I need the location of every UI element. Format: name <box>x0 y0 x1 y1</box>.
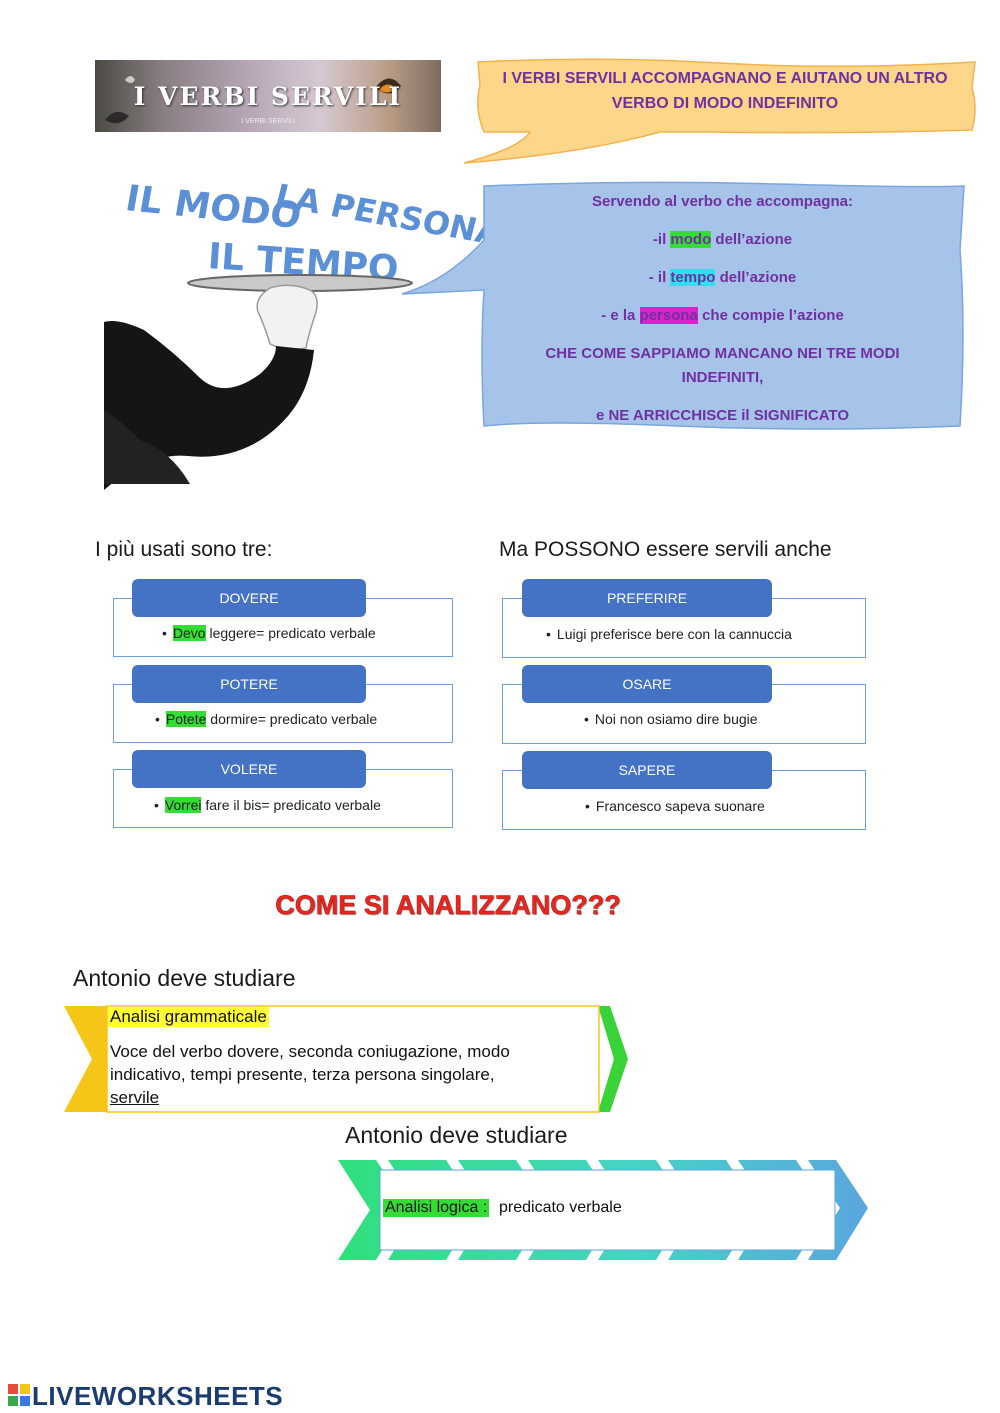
blue-final: e NE ARRICCHISCE il SIGNIFICATO <box>595 407 850 424</box>
butterfly-decoration <box>105 76 401 124</box>
card-verb-tab: DOVERE <box>132 579 366 617</box>
card-example: •Luigi preferisce bere con la cannuccia <box>546 626 792 642</box>
card-verb-tab: POTERE <box>132 665 366 703</box>
banner-image: I VERBI SERVILI I VERBI SERVILI <box>95 60 441 132</box>
modo-suffix: dell’azione <box>711 231 793 248</box>
banner-title: I VERBI SERVILI <box>133 82 403 111</box>
card-example: •Francesco sapeva suonare <box>585 798 765 814</box>
example2-sentence: Antonio deve studiare <box>345 1122 568 1148</box>
modo-highlight: modo <box>670 231 712 248</box>
yellow-callout-text: I VERBI SERVILI ACCOMPAGNANO E AIUTANO U… <box>490 66 960 116</box>
liveworksheets-logo-icon <box>8 1384 30 1406</box>
card-example: •Devo leggere= predicato verbale <box>162 625 376 641</box>
logic-value: predicato verbale <box>499 1199 622 1216</box>
example-rest: fare il bis= predicato verbale <box>201 797 381 813</box>
verb-highlight: Potete <box>165 711 207 727</box>
example-text: Noi non osiamo dire bugie <box>594 711 758 727</box>
grammar-label: Analisi grammaticale <box>108 1007 269 1027</box>
persona-prefix: - e la <box>601 307 640 324</box>
grammar-line1: Voce del verbo dovere, seconda coniugazi… <box>110 1042 510 1061</box>
blue-line-tempo: - il tempo dell’azione <box>490 266 955 290</box>
right-section-title: Ma POSSONO essere servili anche <box>499 538 832 561</box>
example-rest: dormire= predicato verbale <box>206 711 378 727</box>
blue-line-modo: -il modo dell’azione <box>490 228 955 252</box>
logic-label: Analisi logica : <box>383 1199 490 1217</box>
verb-highlight: Vorrei <box>164 797 202 813</box>
persona-suffix: che compie l’azione <box>697 307 844 324</box>
example-text: Francesco sapeva suonare <box>595 798 765 814</box>
card-verb-tab: VOLERE <box>132 750 366 788</box>
analysis-heading: COME SI ANALIZZANO??? <box>275 890 621 921</box>
grammar-line2: indicativo, tempi presente, terza person… <box>110 1065 495 1084</box>
tempo-highlight: tempo <box>670 269 716 286</box>
card-verb-tab: PREFERIRE <box>522 579 772 617</box>
footer-brand[interactable]: LIVEWORKSHEETS <box>32 1381 284 1411</box>
card-example: •Noi non osiamo dire bugie <box>584 711 758 727</box>
yellow-callout-line1: I VERBI SERVILI ACCOMPAGNANO E AIUTANO U… <box>502 70 948 87</box>
grammar-line3: servile <box>110 1088 160 1107</box>
waiter-tray-illustration <box>104 274 413 490</box>
yellow-callout-line2: VERBO DI MODO INDEFINITO <box>611 95 839 112</box>
left-section-title: I più usati sono tre: <box>95 538 273 561</box>
blue-missing-line1: CHE COME SAPPIAMO MANCANO NEI TRE MODI <box>545 345 900 362</box>
card-verb-tab: SAPERE <box>522 751 772 789</box>
persona-highlight: persona <box>639 307 698 324</box>
modo-prefix: -il <box>652 231 671 248</box>
example-rest: leggere= predicato verbale <box>205 625 376 641</box>
blue-missing-line2: INDEFINITI, <box>681 369 764 386</box>
card-example: •Vorrei fare il bis= predicato verbale <box>154 797 381 813</box>
tempo-prefix: - il <box>648 269 671 286</box>
yellow-callout-shape <box>463 58 976 164</box>
verb-highlight: Devo <box>172 625 206 641</box>
card-example: •Potete dormire= predicato verbale <box>155 711 378 727</box>
grammar-analysis-text: Voce del verbo dovere, seconda coniugazi… <box>110 1040 590 1109</box>
card-verb-tab: OSARE <box>522 665 772 703</box>
banner-subtitle: I VERBI SERVILI <box>241 118 295 125</box>
tempo-suffix: dell’azione <box>715 269 797 286</box>
blue-callout-shape <box>401 181 965 430</box>
blue-line-persona: - e la persona che compie l’azione <box>490 304 955 328</box>
example-text: Luigi preferisce bere con la cannuccia <box>556 626 792 642</box>
blue-intro: Servendo al verbo che accompagna: <box>592 193 853 210</box>
example1-sentence: Antonio deve studiare <box>73 965 296 991</box>
